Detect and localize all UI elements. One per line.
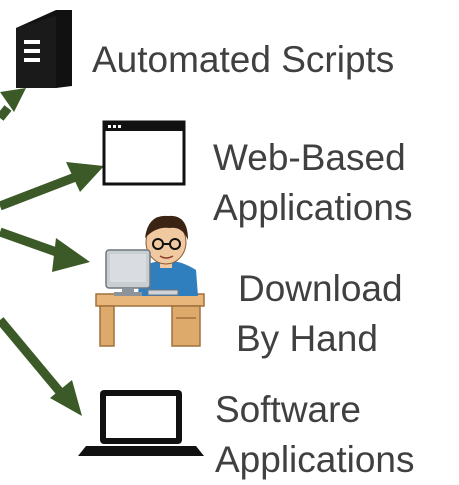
web-based-label-line2: Applications [213,187,413,228]
arrowhead-software [50,380,82,416]
download-label-line2: By Hand [236,318,378,359]
arrow-to-software [0,317,64,395]
arrow-to-download-by-hand [0,227,64,259]
arrowhead-download-by-hand [52,238,90,272]
automated-scripts-label: Automated Scripts [92,39,395,80]
software-label-line1: Software [215,389,362,430]
download-label-line1: Download [238,268,403,309]
arrow-to-web-based [0,171,80,211]
software-label-line2: Applications [215,439,415,480]
arrowhead-web-based [66,162,104,192]
web-based-label-line1: Web-Based [213,137,406,178]
arrowhead-automated-scripts [0,88,26,112]
arrow-to-automated-scripts [0,105,12,121]
